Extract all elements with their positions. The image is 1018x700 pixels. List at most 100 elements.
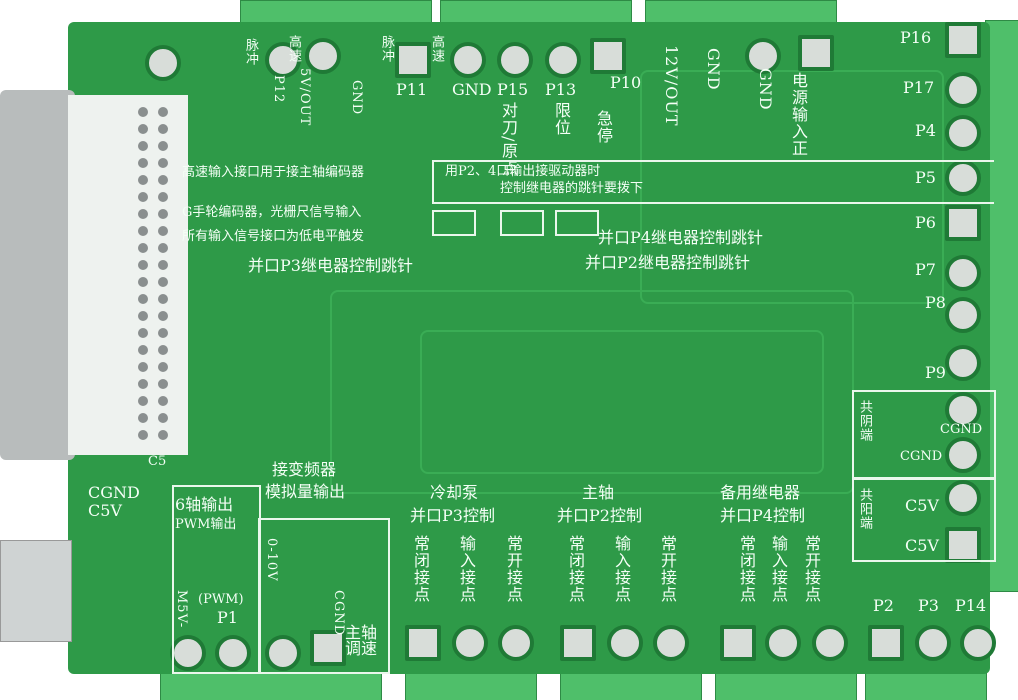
label-p2: P2 bbox=[873, 596, 894, 615]
header-pin bbox=[138, 413, 148, 423]
label-cgnd-2: CGND bbox=[900, 449, 943, 464]
label-p14: P14 bbox=[955, 596, 987, 615]
header-pin bbox=[158, 430, 168, 440]
label-12v-out: 12V/OUT bbox=[662, 45, 681, 127]
label-jumper-p4: 并口P4继电器控制跳针 bbox=[598, 228, 763, 247]
header-pin bbox=[138, 362, 148, 372]
header-pin bbox=[158, 243, 168, 253]
label-pulse-1: 脉冲 bbox=[243, 38, 258, 66]
label-spare-relay: 备用继电器 bbox=[720, 483, 801, 502]
label-c5v-bottom: C5V bbox=[88, 501, 122, 520]
label-p6: P6 bbox=[915, 213, 936, 232]
label-p17: P17 bbox=[903, 78, 935, 97]
header-pin bbox=[138, 430, 148, 440]
label-gnd-small: GND bbox=[349, 80, 364, 116]
header-pin bbox=[138, 209, 148, 219]
header-pin bbox=[158, 124, 168, 134]
relay-note-2: 控制继电器的跳针要拨下 bbox=[500, 181, 644, 196]
header-pin bbox=[158, 396, 168, 406]
header-pin bbox=[158, 158, 168, 168]
label-in-1: 输入接点 bbox=[457, 535, 476, 603]
note-line-3: 所有输入信号接口为低电平触发 bbox=[182, 229, 365, 244]
label-c5v-1: C5V bbox=[905, 496, 939, 515]
label-p8: P8 bbox=[925, 293, 946, 312]
label-power-input: 电源输入正 bbox=[789, 72, 808, 157]
label-p9: P9 bbox=[925, 363, 946, 382]
label-5v-out: 5V/OUT bbox=[297, 68, 312, 127]
header-pin bbox=[138, 192, 148, 202]
header-pin bbox=[158, 311, 168, 321]
label-inverter: 接变频器 bbox=[272, 460, 337, 479]
label-c5v-2: C5V bbox=[905, 536, 939, 555]
label-highspeed-2: 高速 bbox=[429, 35, 444, 63]
label-gnd-3: GND bbox=[756, 68, 775, 111]
label-p12: P12 bbox=[271, 75, 286, 104]
label-common-pos: 共阳端 bbox=[857, 488, 872, 530]
jumper-p2[interactable] bbox=[500, 210, 544, 236]
label-m5v: M5V- bbox=[174, 590, 189, 629]
label-coolant-p3: 并口P3控制 bbox=[410, 506, 495, 525]
circuit-board bbox=[68, 22, 990, 674]
header-pin bbox=[138, 107, 148, 117]
label-cgnd-bottom: CGND bbox=[88, 483, 140, 502]
label-gnd-2: GND bbox=[704, 48, 723, 91]
header-pin bbox=[138, 141, 148, 151]
label-spare-p4: 并口P4控制 bbox=[720, 506, 805, 525]
header-pin bbox=[138, 345, 148, 355]
jumper-p4[interactable] bbox=[555, 210, 599, 236]
header-pin bbox=[158, 226, 168, 236]
label-p15-desc: 对刀/原点 bbox=[499, 102, 518, 177]
header-pin bbox=[138, 243, 148, 253]
header-pin bbox=[138, 226, 148, 236]
header-pin bbox=[138, 124, 148, 134]
header-pin bbox=[158, 107, 168, 117]
label-0-10v: 0-10V bbox=[264, 538, 279, 582]
label-spindle-speed: 主轴调速 bbox=[345, 623, 378, 658]
header-pin bbox=[158, 413, 168, 423]
label-cgnd-analog: CGND bbox=[331, 590, 346, 637]
common-pos-box bbox=[852, 478, 996, 562]
header-pin bbox=[138, 158, 148, 168]
label-coolant-pump: 冷却泵 bbox=[430, 483, 479, 502]
note-line-1: 高速输入接口用于接主轴编码器 bbox=[182, 165, 365, 180]
label-cgnd-1: CGND bbox=[940, 422, 983, 437]
label-nc-1: 常闭接点 bbox=[411, 535, 430, 603]
common-gnd-box bbox=[852, 390, 996, 479]
header-pin bbox=[158, 362, 168, 372]
terminal-block-right bbox=[985, 20, 1018, 592]
label-pwm-output: PWM输出 bbox=[175, 517, 237, 532]
label-p3: P3 bbox=[918, 596, 939, 615]
jumper-p3[interactable] bbox=[432, 210, 476, 236]
label-highspeed-1: 高速 bbox=[286, 35, 301, 63]
header-pin bbox=[158, 345, 168, 355]
label-jumper-p3: 并口P3继电器控制跳针 bbox=[248, 256, 413, 275]
label-no-2: 常开接点 bbox=[658, 535, 677, 603]
header-pin bbox=[138, 294, 148, 304]
header-pin bbox=[138, 396, 148, 406]
header-pin bbox=[158, 379, 168, 389]
note-line-2: G手轮编码器，光栅尺信号输入 bbox=[182, 205, 362, 220]
label-jumper-p2: 并口P2继电器控制跳针 bbox=[585, 253, 750, 272]
label-no-1: 常开接点 bbox=[504, 535, 523, 603]
header-pin bbox=[138, 175, 148, 185]
label-p7: P7 bbox=[915, 260, 936, 279]
label-p16: P16 bbox=[900, 28, 932, 47]
label-6axis-output: 6轴输出 bbox=[175, 495, 234, 514]
header-pin bbox=[158, 209, 168, 219]
header-pin bbox=[158, 328, 168, 338]
header-pin bbox=[158, 175, 168, 185]
label-p10-desc: 急停 bbox=[594, 110, 613, 144]
label-p13-desc: 限位 bbox=[552, 102, 571, 136]
pin-header bbox=[68, 95, 188, 455]
label-gnd: GND bbox=[452, 80, 492, 99]
label-p15: P15 bbox=[497, 80, 529, 99]
db25-connector bbox=[0, 90, 75, 460]
label-spindle: 主轴 bbox=[582, 483, 615, 502]
header-pin bbox=[158, 277, 168, 287]
header-pin bbox=[158, 260, 168, 270]
label-no-3: 常开接点 bbox=[802, 535, 821, 603]
label-in-2: 输入接点 bbox=[612, 535, 631, 603]
header-pin bbox=[138, 260, 148, 270]
relay-note-1: 用P2、4口输出接驱动器时 bbox=[445, 164, 601, 179]
